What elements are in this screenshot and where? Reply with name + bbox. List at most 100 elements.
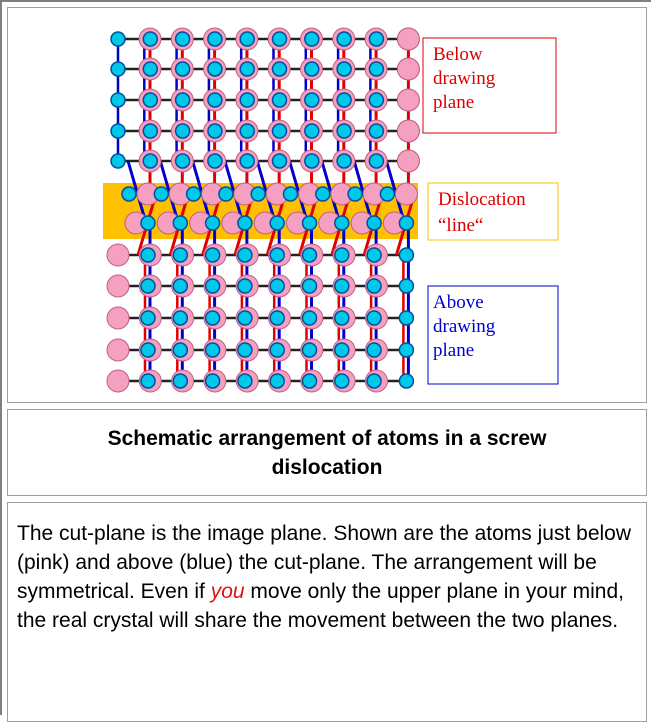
blue-atom bbox=[398, 342, 415, 358]
blue-atom bbox=[140, 215, 156, 231]
blue-atom bbox=[239, 31, 255, 47]
blue-atom bbox=[366, 373, 382, 389]
blue-atom bbox=[304, 153, 320, 169]
blue-atom bbox=[237, 342, 253, 358]
blue-atom bbox=[204, 342, 221, 358]
blue-atom bbox=[368, 92, 385, 108]
blue-atom bbox=[140, 247, 156, 263]
blue-atom bbox=[110, 61, 126, 77]
blue-atom bbox=[379, 186, 396, 202]
blue-atom bbox=[237, 278, 253, 294]
dislocation-line-label: “line“ bbox=[438, 215, 483, 236]
blue-atom bbox=[140, 310, 156, 326]
blue-atom bbox=[366, 215, 382, 231]
below-label-box bbox=[422, 37, 557, 134]
blue-atom bbox=[174, 92, 191, 108]
blue-atom bbox=[239, 61, 255, 77]
blue-atom bbox=[204, 310, 221, 326]
blue-atom bbox=[110, 31, 126, 47]
blue-atom bbox=[142, 61, 159, 77]
below-plane-label: plane bbox=[433, 92, 474, 113]
blue-atom bbox=[174, 123, 191, 139]
below-plane-label: drawing bbox=[433, 68, 496, 89]
blue-atom bbox=[269, 310, 285, 326]
blue-atom bbox=[334, 373, 350, 389]
pink-atom bbox=[396, 88, 420, 112]
blue-atom bbox=[140, 373, 156, 389]
blue-atom bbox=[204, 278, 221, 294]
description-emphasis: you bbox=[210, 580, 245, 603]
blue-atom bbox=[334, 278, 350, 294]
blue-atom bbox=[269, 373, 285, 389]
pink-atom bbox=[106, 274, 130, 298]
blue-atom bbox=[207, 31, 223, 47]
blue-atom bbox=[336, 153, 352, 169]
blue-atom bbox=[237, 247, 253, 263]
blue-atom bbox=[334, 247, 350, 263]
blue-atom bbox=[334, 310, 350, 326]
blue-atom bbox=[204, 215, 221, 231]
blue-atom bbox=[282, 186, 299, 202]
blue-atom bbox=[301, 247, 318, 263]
blue-atom bbox=[368, 61, 385, 77]
dislocation-line-label: Dislocation bbox=[438, 189, 526, 210]
blue-atom bbox=[239, 92, 255, 108]
blue-atom bbox=[250, 186, 266, 202]
blue-atom bbox=[398, 247, 415, 263]
above-plane-label: plane bbox=[433, 340, 474, 361]
above-plane-label: Above bbox=[433, 292, 484, 313]
blue-atom bbox=[366, 278, 382, 294]
blue-atom bbox=[301, 373, 318, 389]
blue-atom bbox=[336, 31, 352, 47]
description-part-1: The cut-plane is the image plane. Shown … bbox=[17, 522, 632, 603]
blue-atom bbox=[204, 247, 221, 263]
blue-atom bbox=[172, 247, 189, 263]
blue-atom bbox=[271, 31, 288, 47]
dislocation-label-box bbox=[427, 182, 559, 241]
blue-atom bbox=[239, 123, 255, 139]
blue-atom bbox=[174, 61, 191, 77]
blue-atom bbox=[347, 186, 363, 202]
blue-atom bbox=[110, 123, 126, 139]
blue-atom bbox=[334, 342, 350, 358]
blue-atom bbox=[172, 342, 189, 358]
blue-atom bbox=[269, 342, 285, 358]
blue-atom bbox=[366, 342, 382, 358]
blue-atom bbox=[368, 123, 385, 139]
blue-atom bbox=[301, 310, 318, 326]
description-text: The cut-plane is the image plane. Shown … bbox=[17, 519, 637, 635]
description-part-2: move only the upper plane in your mind, … bbox=[17, 580, 624, 632]
pink-atom bbox=[394, 182, 418, 206]
above-label-box bbox=[427, 285, 559, 385]
blue-atom bbox=[366, 310, 382, 326]
blue-atom bbox=[304, 123, 320, 139]
blue-atom bbox=[142, 123, 159, 139]
above-plane-label: drawing bbox=[433, 316, 496, 337]
pink-atom bbox=[106, 369, 130, 393]
blue-atom bbox=[174, 153, 191, 169]
blue-atom bbox=[269, 215, 285, 231]
screw-dislocation-diagram: BelowdrawingplaneDislocation“line“Aboved… bbox=[103, 27, 559, 393]
pink-atom bbox=[396, 27, 420, 51]
caption-cell: Schematic arrangement of atoms in a scre… bbox=[7, 409, 647, 496]
blue-atom bbox=[398, 215, 415, 231]
blue-atom bbox=[301, 278, 318, 294]
blue-atom bbox=[336, 92, 352, 108]
blue-atom bbox=[398, 373, 415, 389]
blue-atom bbox=[110, 153, 126, 169]
blue-atom bbox=[204, 373, 221, 389]
pink-atom bbox=[396, 149, 420, 173]
pink-atom bbox=[396, 119, 420, 143]
blue-atom bbox=[304, 61, 320, 77]
blue-atom bbox=[239, 153, 255, 169]
pink-atom bbox=[106, 306, 130, 330]
blue-atom bbox=[398, 278, 415, 294]
blue-atom bbox=[269, 278, 285, 294]
blue-atom bbox=[121, 186, 137, 202]
blue-atom bbox=[398, 310, 415, 326]
blue-atom bbox=[172, 310, 189, 326]
blue-atom bbox=[142, 31, 159, 47]
blue-atom bbox=[271, 92, 288, 108]
